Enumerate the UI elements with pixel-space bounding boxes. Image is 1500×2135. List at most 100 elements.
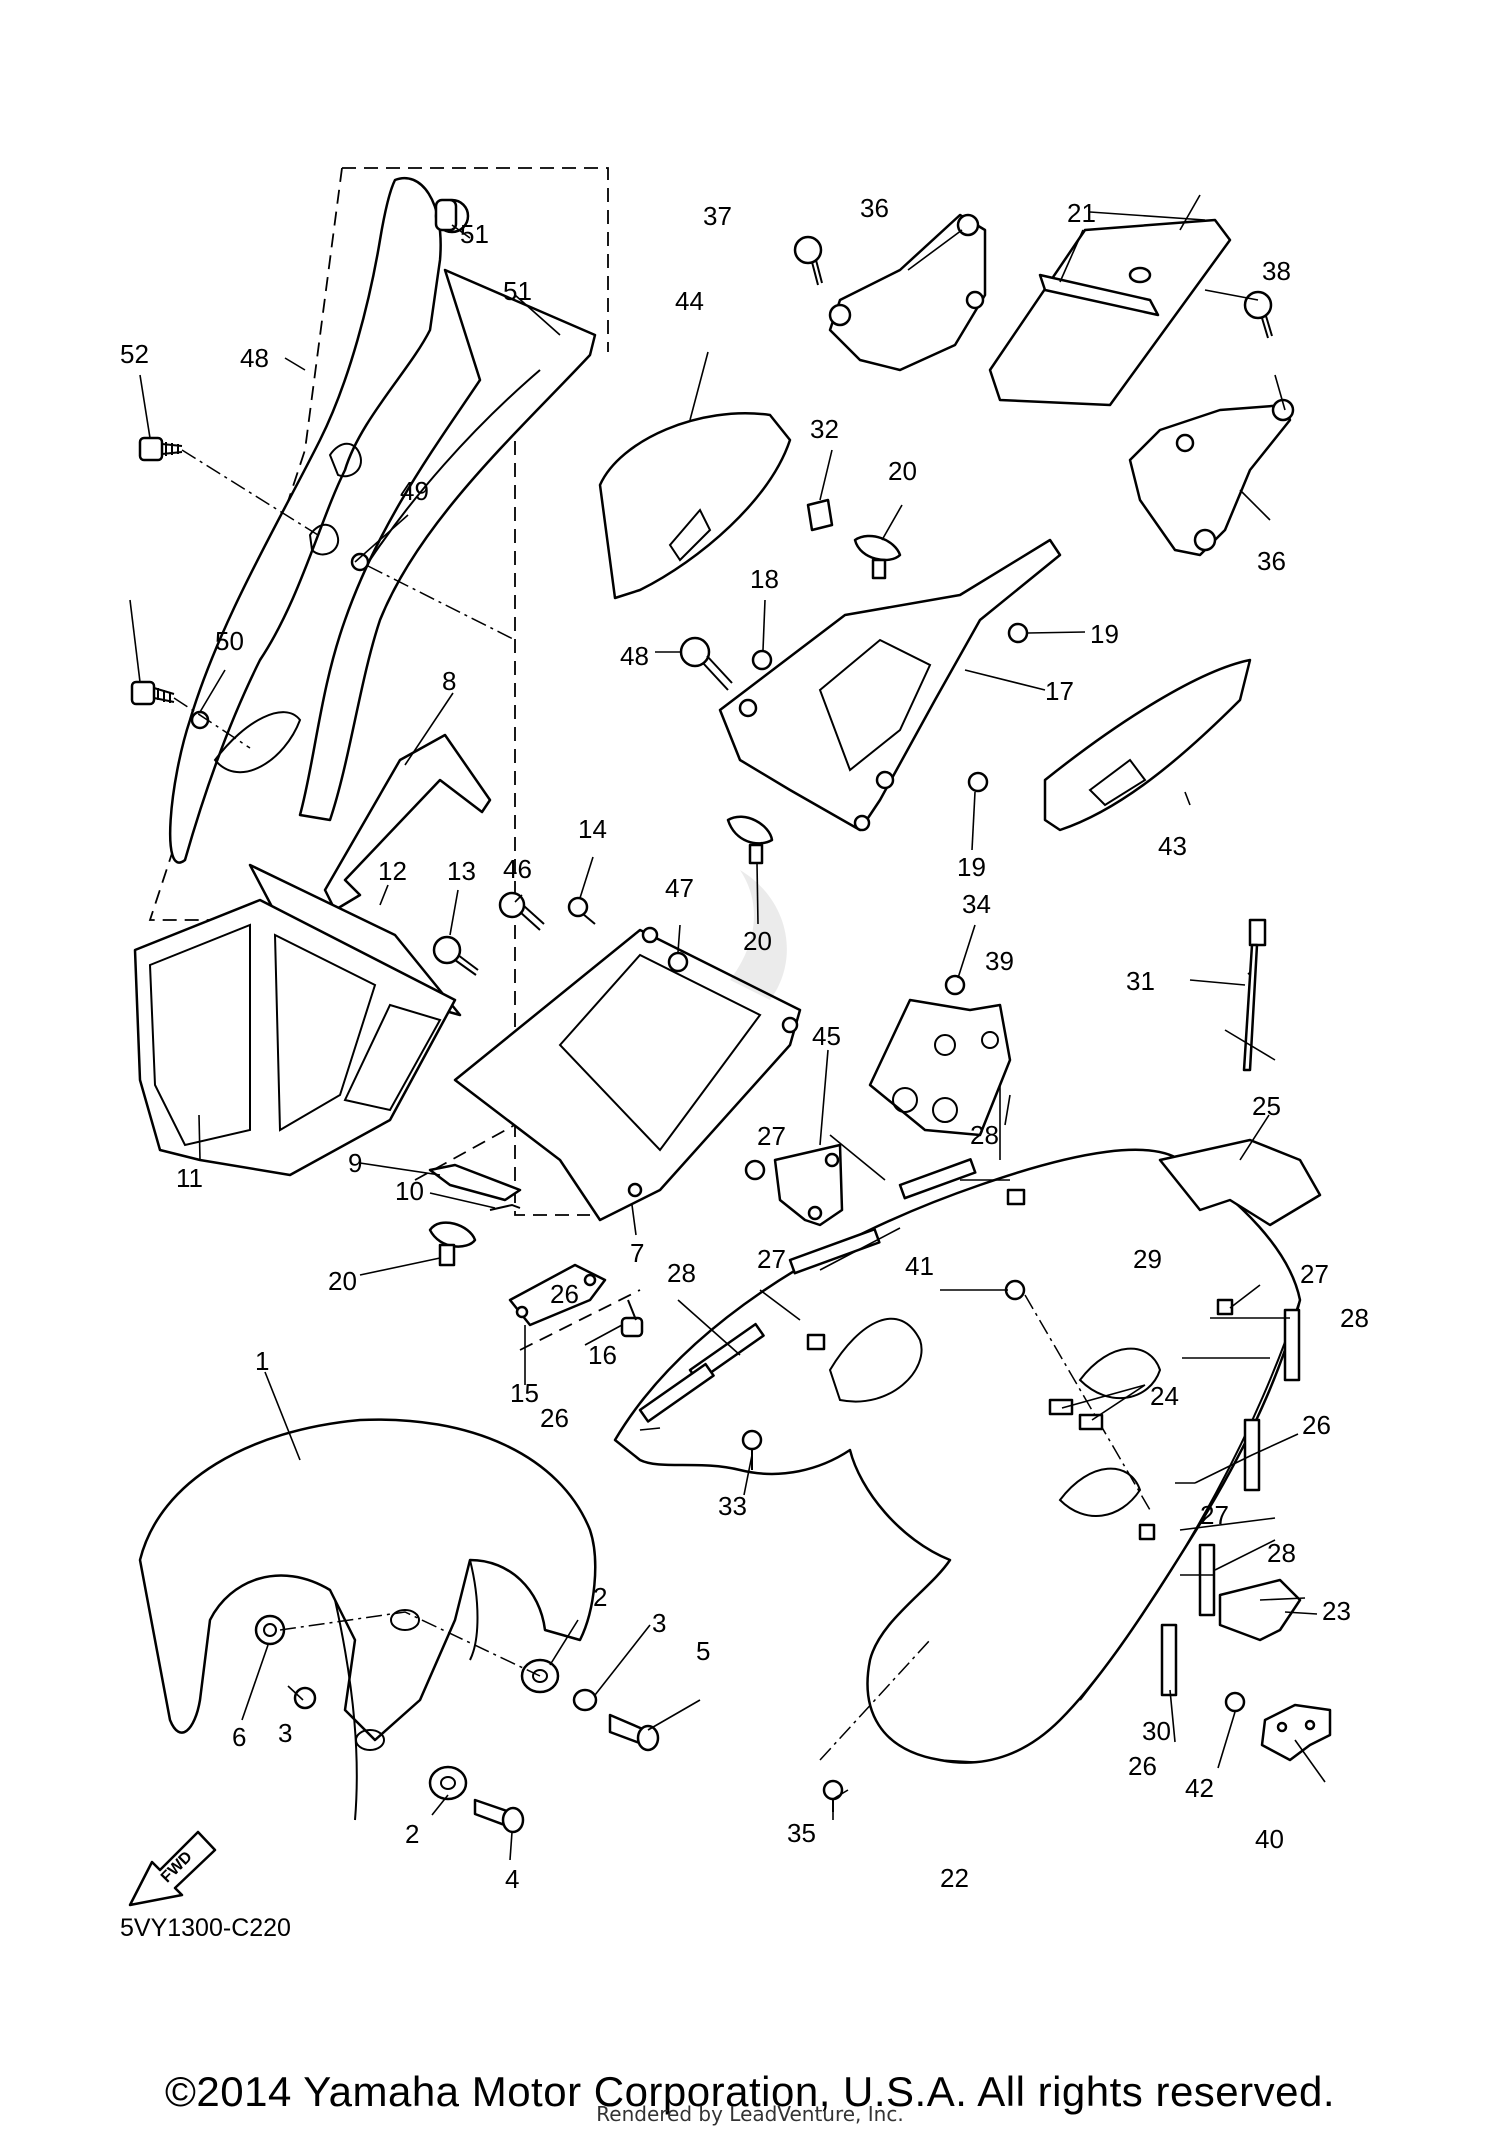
callout-label: 3 — [278, 1718, 292, 1748]
strip-27-b — [806, 1333, 826, 1351]
collar-6 — [254, 1614, 286, 1646]
callout-label: 27 — [757, 1244, 786, 1274]
screw-39-centerline — [1024, 1294, 1151, 1511]
callout-label: 36 — [860, 193, 889, 223]
callout-label: 26 — [540, 1403, 569, 1433]
clip-20-left — [428, 1221, 477, 1267]
callout-label: 47 — [665, 873, 694, 903]
strip-28-a — [898, 1158, 977, 1200]
bolt-51-upper — [138, 436, 183, 462]
callout-label: 16 — [588, 1340, 617, 1370]
callout-label: 26 — [1128, 1751, 1157, 1781]
callout-label: 20 — [743, 926, 772, 956]
callout-label: 17 — [1045, 676, 1074, 706]
screw-39 — [1004, 1279, 1026, 1301]
stay-38 — [1260, 1703, 1332, 1762]
main-stay-17 — [718, 538, 1062, 832]
bolt-5 — [608, 1713, 660, 1752]
bolt-46 — [679, 636, 733, 691]
callout-label: 51 — [503, 276, 532, 306]
band-21 — [1038, 273, 1160, 317]
callout-label: 27 — [1300, 1259, 1329, 1289]
rubber-grommet-49 — [434, 198, 470, 234]
forward-direction-arrow: FWD — [128, 1830, 217, 1907]
collar-26-small — [744, 1159, 766, 1181]
plate-15 — [508, 1263, 607, 1327]
callout-label: 26 — [550, 1279, 579, 1309]
callout-label: 37 — [703, 201, 732, 231]
fender-mount-centerline — [279, 1611, 541, 1677]
collar-45 — [667, 951, 689, 973]
screw-33 — [822, 1779, 844, 1812]
callout-label: 31 — [1126, 966, 1155, 996]
callout-label: 27 — [757, 1121, 786, 1151]
clip-20-middle — [726, 815, 774, 865]
callout-label: 52 — [120, 339, 149, 369]
callout-label: 40 — [1255, 1824, 1284, 1854]
front-fender-1 — [138, 1418, 597, 1821]
fairing-panel-50 — [298, 268, 597, 822]
callout-label: 29 — [1133, 1244, 1162, 1274]
callout-label: 32 — [810, 414, 839, 444]
callout-label: 38 — [1262, 256, 1291, 286]
cover-37 — [868, 998, 1012, 1137]
callout-label: 11 — [176, 1163, 203, 1193]
callout-label: 21 — [1067, 198, 1096, 228]
callout-label: 7 — [630, 1238, 644, 1268]
callout-label: 20 — [328, 1266, 357, 1296]
callout-label: 5 — [696, 1636, 710, 1666]
clip-20-upper — [853, 534, 902, 580]
collar-2-lower — [428, 1765, 468, 1801]
strip-27-c — [1138, 1523, 1156, 1541]
stay-43 — [773, 1143, 844, 1227]
bolt-44 — [498, 891, 545, 931]
callout-label: 30 — [1142, 1716, 1171, 1746]
strip-26-a — [788, 1227, 881, 1275]
callout-label: 28 — [667, 1258, 696, 1288]
callout-label: 27 — [1200, 1500, 1229, 1530]
strip-28-c — [1283, 1308, 1301, 1382]
callout-labels: 1 2 2 3 3 4 5 6 7 8 9 10 11 12 13 14 15 … — [120, 193, 1369, 1894]
bolt-13 — [432, 935, 479, 976]
strip-27-a — [1006, 1188, 1026, 1206]
cable-band-29 — [1242, 918, 1267, 1072]
callout-label: 48 — [240, 343, 269, 373]
screw-33-centerline — [819, 1639, 931, 1761]
washer-48-centerline — [367, 565, 516, 641]
callout-label: 3 — [652, 1608, 666, 1638]
callout-label: 49 — [400, 476, 429, 506]
strip-26-d — [1160, 1623, 1178, 1697]
leadventure-watermark — [730, 870, 787, 1000]
bolt-4 — [473, 1798, 525, 1834]
callout-label: 4 — [505, 1864, 519, 1894]
callout-label: 19 — [1090, 619, 1119, 649]
callout-label: 45 — [812, 1021, 841, 1051]
side-panel-25 — [1158, 1138, 1322, 1227]
washer-48-upper — [350, 552, 370, 572]
bolt-16 — [620, 1299, 644, 1338]
callout-label: 46 — [503, 854, 532, 884]
diagram-code: 5VY1300-C220 — [120, 1914, 291, 1942]
callout-label: 18 — [750, 564, 779, 594]
strip-24-a — [1078, 1413, 1104, 1431]
pin-10 — [489, 1203, 521, 1211]
callout-label: 14 — [578, 814, 607, 844]
callout-label: 48 — [620, 641, 649, 671]
callout-label: 19 — [957, 852, 986, 882]
bracket-35 — [828, 213, 987, 372]
callout-label: 43 — [1158, 831, 1187, 861]
strip-24-b — [1048, 1398, 1074, 1416]
callout-label: 1 — [255, 1346, 269, 1376]
callout-label: 25 — [1252, 1091, 1281, 1121]
callout-label: 33 — [718, 1491, 747, 1521]
callout-label: 39 — [985, 946, 1014, 976]
rendered-by-credit: Rendered by LeadVenture, Inc. — [596, 2102, 904, 2126]
bracket-9 — [428, 1163, 522, 1202]
callout-label: 44 — [675, 286, 704, 316]
callout-label: 23 — [1322, 1596, 1351, 1626]
callout-label: 24 — [1150, 1381, 1179, 1411]
strip-27-d — [1216, 1298, 1234, 1316]
callout-label: 28 — [1267, 1538, 1296, 1568]
cover-42 — [598, 412, 792, 600]
screw-14 — [567, 896, 596, 925]
